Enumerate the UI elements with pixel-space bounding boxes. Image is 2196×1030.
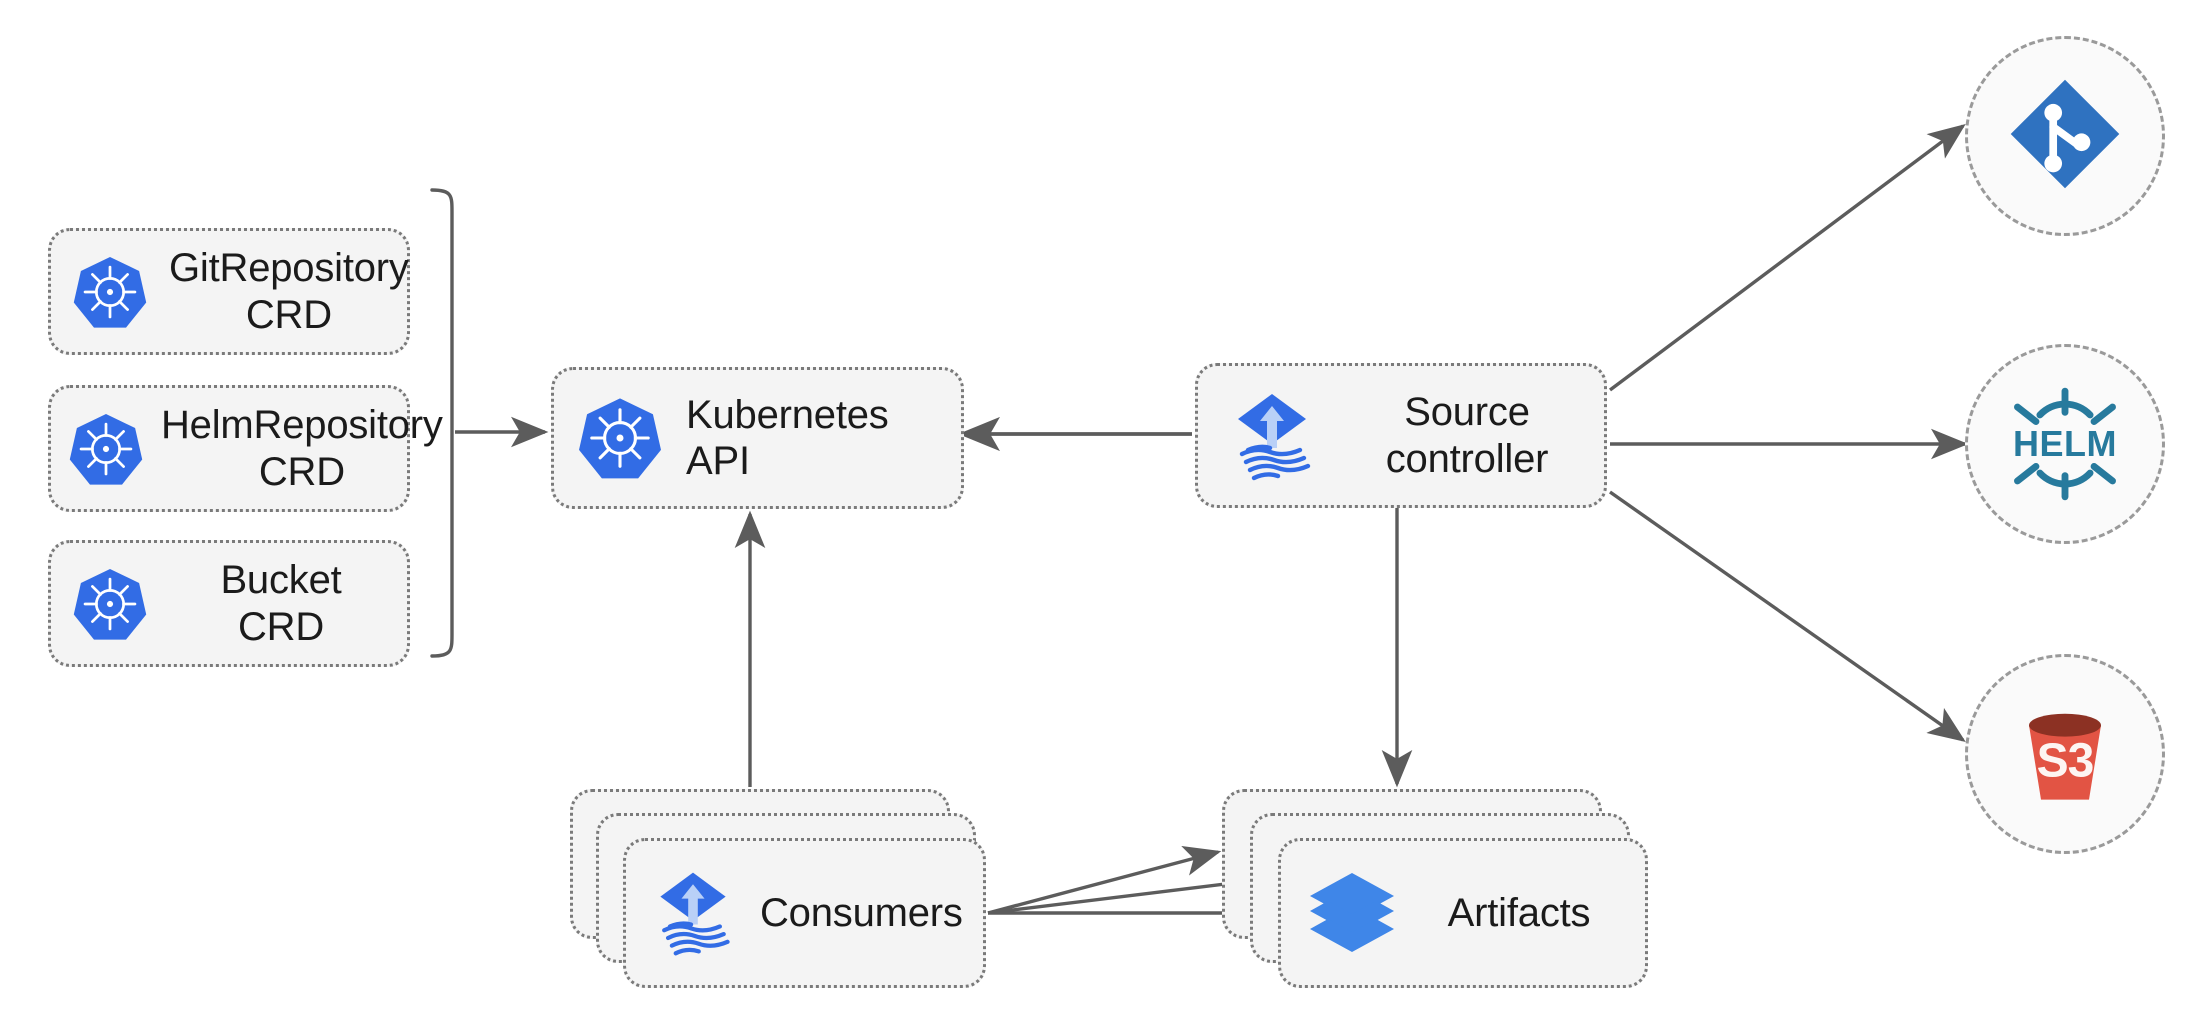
- flux-icon: [626, 865, 760, 961]
- node-consumers[interactable]: Consumers: [623, 838, 986, 988]
- git-icon: [2006, 75, 2124, 198]
- edge-source-controller-to-git: [1608, 123, 1966, 392]
- kubernetes-icon: [51, 566, 169, 642]
- node-git-source[interactable]: [1965, 36, 2165, 236]
- edge-source-controller-to-s3: [1609, 490, 1966, 742]
- node-label: Consumers: [760, 890, 963, 935]
- node-artifacts[interactable]: Artifacts: [1278, 838, 1648, 988]
- flux-icon: [1198, 386, 1346, 486]
- node-source-controller[interactable]: Source controller: [1195, 363, 1607, 508]
- node-label: Kubernetes API: [686, 392, 889, 483]
- node-label: Source controller: [1385, 390, 1549, 481]
- node-label: Bucket CRD: [220, 558, 342, 649]
- helm-icon: HELM: [1999, 378, 2131, 510]
- s3-wordmark: S3: [2036, 734, 2095, 788]
- node-bucket-crd[interactable]: Bucket CRD: [48, 540, 410, 667]
- node-gitrepository-crd[interactable]: GitRepository CRD: [48, 228, 410, 355]
- node-s3-source[interactable]: S3: [1965, 654, 2165, 854]
- helm-wordmark: HELM: [2013, 423, 2117, 464]
- node-label: Artifacts: [1447, 890, 1591, 935]
- edge-consumers-to-artifacts-1: [987, 845, 1222, 915]
- kubernetes-icon: [554, 395, 686, 481]
- node-helm-source[interactable]: HELM: [1965, 344, 2165, 544]
- layers-icon: [1281, 863, 1423, 963]
- node-label: HelmRepository CRD: [161, 403, 443, 494]
- kubernetes-icon: [51, 411, 161, 487]
- edge-consumers-to-artifacts-2: [987, 868, 1262, 915]
- node-kubernetes-api[interactable]: Kubernetes API: [551, 367, 964, 509]
- node-label: GitRepository CRD: [169, 246, 409, 337]
- s3-bucket-icon: S3: [2005, 694, 2125, 814]
- node-helmrepository-crd[interactable]: HelmRepository CRD: [48, 385, 443, 512]
- kubernetes-icon: [51, 254, 169, 330]
